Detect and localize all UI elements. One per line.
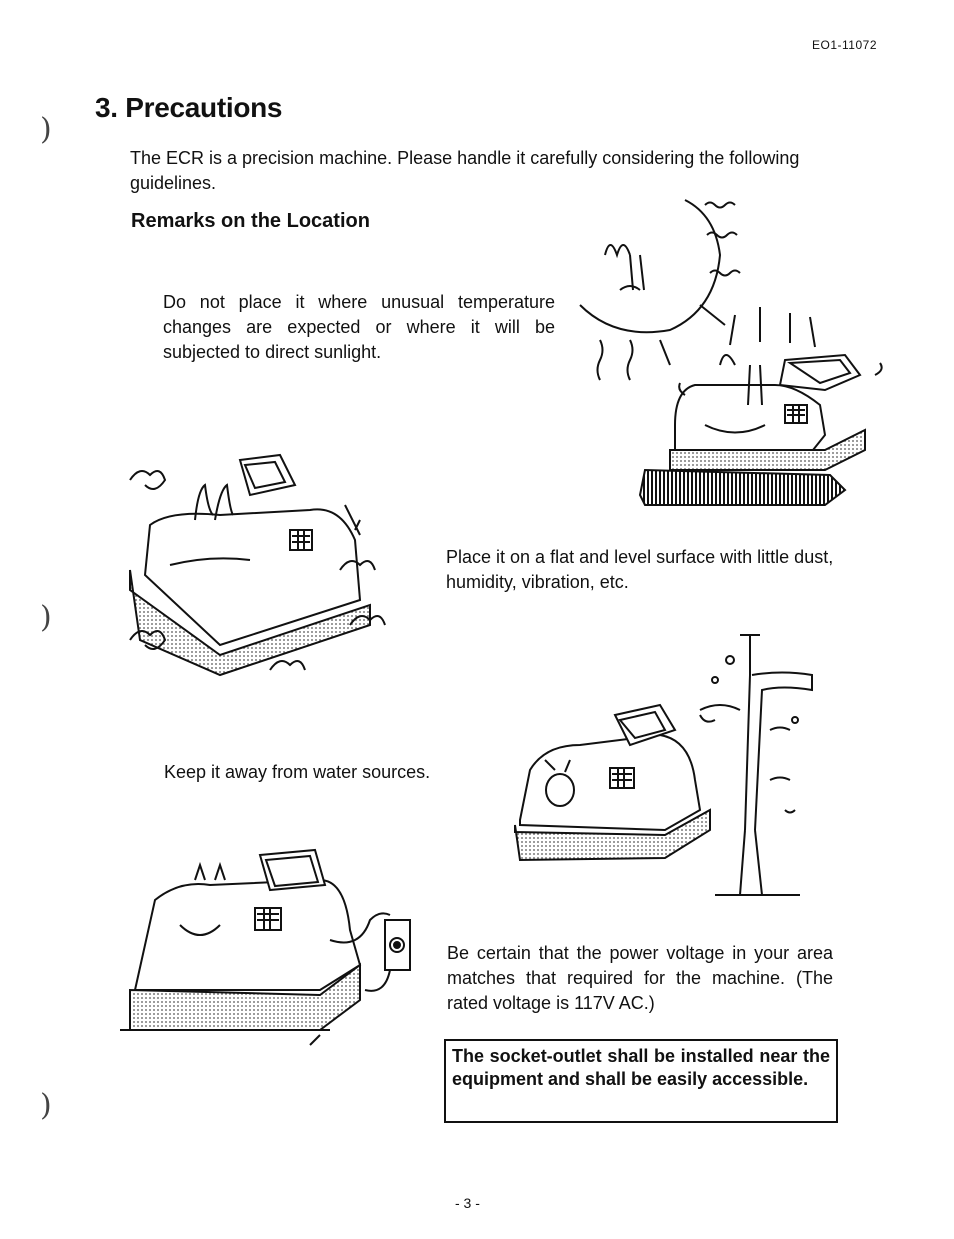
register-sunlight-illustration — [575, 195, 895, 515]
guideline-surface: Place it on a flat and level surface wit… — [446, 547, 834, 592]
subheading-location: Remarks on the Location — [131, 210, 370, 232]
document-code: EO1-11072 — [812, 38, 877, 52]
section-title: 3. Precautions — [95, 92, 283, 123]
binder-hole-mark: ) — [40, 112, 52, 147]
intro-paragraph: The ECR is a precision machine. Please h… — [130, 148, 800, 193]
binder-hole-mark: ) — [40, 1088, 52, 1123]
register-vibration-illustration — [110, 430, 420, 690]
socket-outlet-notice: The socket-outlet shall be installed nea… — [444, 1039, 838, 1123]
sun-icon — [580, 200, 815, 380]
register-power-illustration — [120, 840, 420, 1050]
page-number: - 3 - — [455, 1195, 480, 1211]
guideline-water: Keep it away from water sources. — [164, 762, 431, 782]
guideline-temperature: Do not place it where unusual temperatur… — [163, 292, 555, 362]
binder-hole-mark: ) — [40, 600, 52, 635]
guideline-voltage: Be certain that the power voltage in you… — [447, 943, 833, 1013]
register-water-illustration — [500, 620, 810, 900]
